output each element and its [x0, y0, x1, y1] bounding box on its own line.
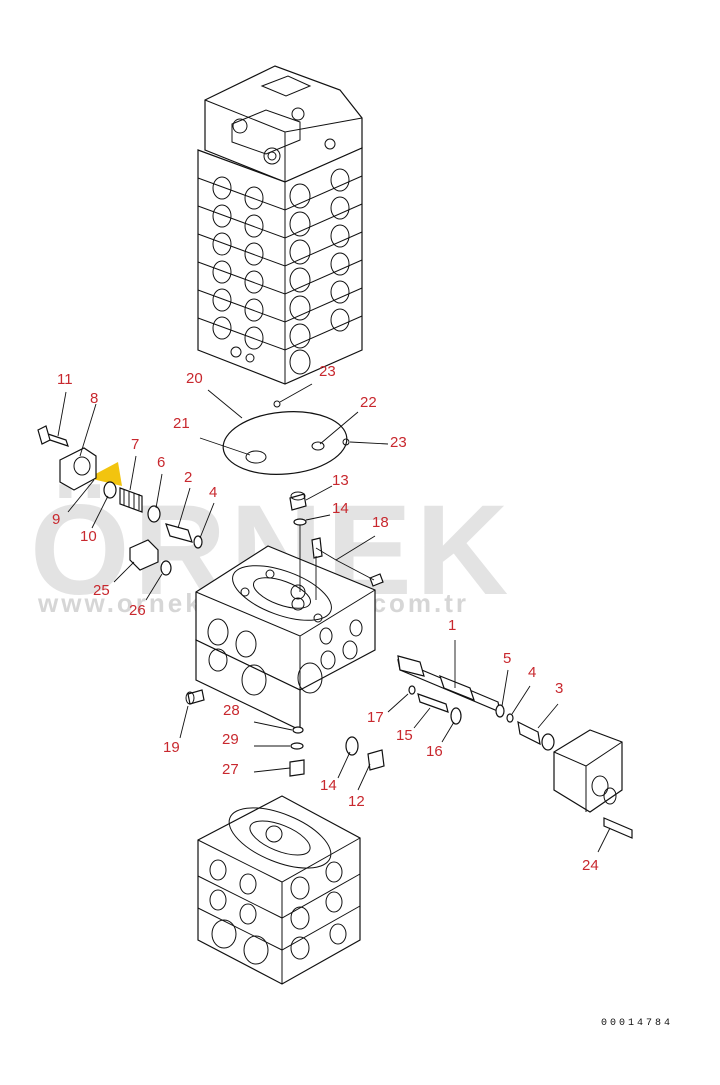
callout-23-top: 23: [319, 363, 336, 380]
callout-15: 15: [396, 727, 413, 744]
callout-18: 18: [372, 514, 389, 531]
callout-2: 2: [184, 469, 192, 486]
callout-17: 17: [367, 709, 384, 726]
watermark-accent-icon: [88, 462, 122, 486]
callout-13: 13: [332, 472, 349, 489]
lower-valve-stack: [197, 795, 361, 985]
callout-29: 29: [222, 731, 239, 748]
gasket-plate: [222, 400, 350, 475]
drawing-code: 00014784: [601, 1018, 673, 1029]
callout-8: 8: [90, 390, 98, 407]
leader-lines: [57, 383, 611, 853]
callout-25: 25: [93, 582, 110, 599]
upper-valve-stack: [197, 65, 363, 385]
middle-valve-section: [195, 491, 384, 731]
callout-21: 21: [173, 415, 190, 432]
callout-14-lower: 14: [320, 777, 337, 794]
callout-27: 27: [222, 761, 239, 778]
callout-7: 7: [131, 436, 139, 453]
callout-20: 20: [186, 370, 203, 387]
callout-12: 12: [348, 793, 365, 810]
callout-labels: 1 2 3 4 4 5 6 7 8 9 10 11 12 13 14 14 15…: [52, 363, 599, 874]
callout-23-right: 23: [390, 434, 407, 451]
callout-6: 6: [157, 454, 165, 471]
callout-4-right: 4: [528, 664, 536, 681]
callout-16: 16: [426, 743, 443, 760]
callout-14-upper: 14: [332, 500, 349, 517]
callout-10: 10: [80, 528, 97, 545]
callout-9: 9: [52, 511, 60, 528]
callout-3: 3: [555, 680, 563, 697]
callout-22: 22: [360, 394, 377, 411]
callout-1: 1: [448, 617, 456, 634]
right-spool-parts: [397, 655, 633, 839]
callout-4-left: 4: [209, 484, 217, 501]
callout-19: 19: [163, 739, 180, 756]
callout-24: 24: [582, 857, 599, 874]
left-end-parts: [37, 425, 205, 705]
callout-5: 5: [503, 650, 511, 667]
callout-28: 28: [223, 702, 240, 719]
callout-26: 26: [129, 602, 146, 619]
lower-small-parts: [289, 726, 385, 777]
callout-11: 11: [57, 371, 73, 388]
